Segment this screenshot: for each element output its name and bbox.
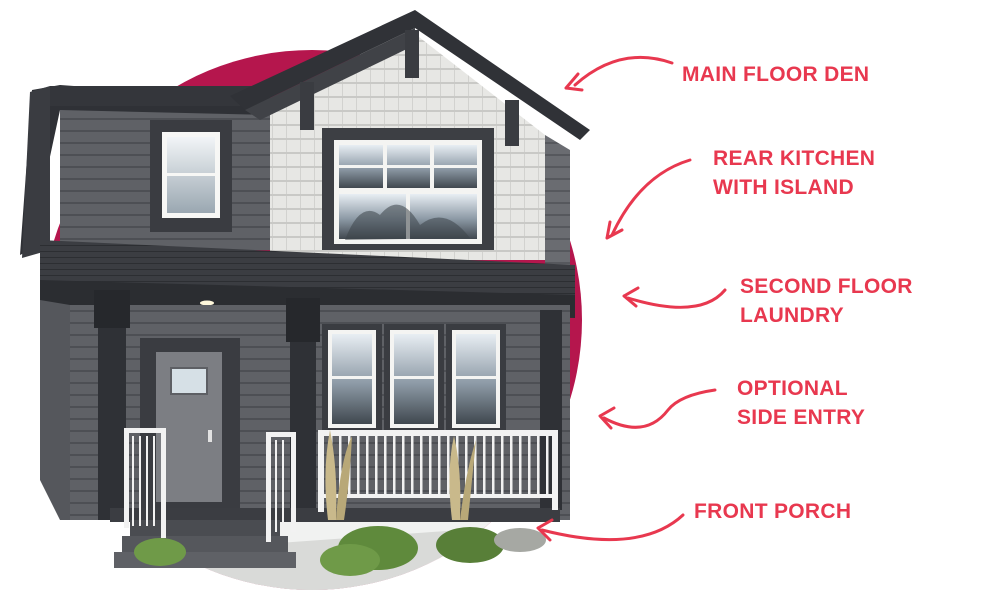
porch-baluster [402,436,405,496]
porch-baluster [537,436,540,496]
feature-label-second-floor-laundry: SECOND FLOOR LAUNDRY [740,275,913,327]
curved-arrow-down-left-icon [605,158,692,240]
feature-label-front-porch: FRONT PORCH [694,500,852,523]
porch-baluster [375,436,378,496]
porch-baluster [546,436,549,496]
porch-baluster [357,436,360,496]
feature-label-optional-side-entry: OPTIONAL SIDE ENTRY [737,377,866,429]
porch-baluster [483,436,486,496]
porch-baluster [384,436,387,496]
porch-baluster [492,436,495,496]
feature-label-main-floor-den: MAIN FLOOR DEN [682,63,870,86]
house [20,10,590,576]
porch-baluster [429,436,432,496]
porch-baluster [519,436,522,496]
curved-arrow-left-icon [536,513,685,542]
porch-baluster [438,436,441,496]
porch-baluster [447,436,450,496]
porch-baluster [501,436,504,496]
porch-baluster [510,436,513,496]
porch-baluster [474,436,477,496]
porch-baluster [465,436,468,496]
arrows [536,55,727,542]
porch-baluster [339,436,342,496]
porch-baluster [420,436,423,496]
curved-arrow-left-icon [564,55,674,92]
porch-baluster [366,436,369,496]
curved-arrow-left-icon [622,286,727,309]
porch-baluster [393,436,396,496]
porch-baluster [411,436,414,496]
curved-arrow-left-icon [598,388,717,430]
porch-baluster [528,436,531,496]
feature-label-rear-kitchen: REAR KITCHEN WITH ISLAND [713,147,876,199]
